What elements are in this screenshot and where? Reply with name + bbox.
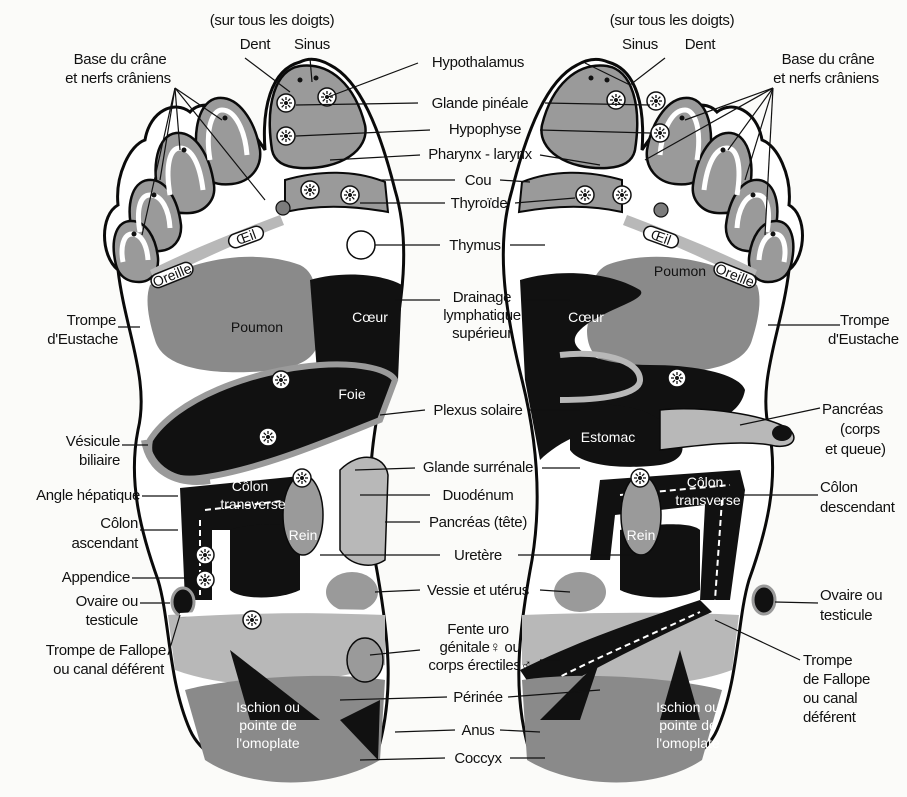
label-vesicule-1: Vésicule — [66, 433, 120, 450]
inner-right-colon-1: Côlon — [687, 474, 724, 490]
label-hypophyse: Hypophyse — [449, 121, 521, 138]
label-right-ovaire-2: testicule — [820, 607, 872, 624]
inner-right-poumon: Poumon — [654, 263, 706, 279]
label-anus: Anus — [462, 722, 495, 739]
label-right-dent: Dent — [685, 36, 717, 53]
label-right-fallope-2: de Fallope — [803, 671, 870, 688]
label-pancreas-2: (corps — [840, 421, 880, 438]
label-appendice: Appendice — [62, 569, 130, 586]
label-glande-pineale: Glande pinéale — [432, 95, 529, 112]
label-left-sur-tous: (sur tous les doigts) — [210, 12, 335, 29]
label-perinee: Périnée — [453, 689, 503, 706]
label-left-trompe-1: Trompe — [67, 312, 116, 329]
inner-right-ischion-2: pointe de — [659, 717, 717, 733]
label-duodenum: Duodénum — [443, 487, 514, 504]
inner-left-colon-2: transverse — [220, 496, 286, 512]
label-left-sinus: Sinus — [294, 36, 330, 53]
label-pancreas-1: Pancréas — [822, 401, 883, 418]
label-cou: Cou — [465, 172, 492, 189]
inner-left-ischion-1: Ischion ou — [236, 699, 300, 715]
label-left-base-2: et nerfs crâniens — [65, 70, 171, 87]
label-left-ovaire-2: testicule — [86, 612, 138, 629]
label-glande-surrenale: Glande surrénale — [423, 459, 533, 476]
label-thyroide: Thyroïde — [451, 195, 508, 212]
label-left-base-1: Base du crâne — [74, 51, 167, 68]
label-hypothalamus: Hypothalamus — [432, 54, 524, 71]
label-colon-asc-1: Côlon — [100, 515, 138, 532]
label-left-fallope-2: ou canal déférent — [53, 661, 165, 678]
label-pharynx-larynx: Pharynx - larynx — [428, 146, 532, 163]
label-colon-asc-2: ascendant — [71, 535, 139, 552]
inner-left-poumon: Poumon — [231, 319, 283, 335]
inner-right-rein: Rein — [627, 527, 656, 543]
label-drainage-2: lymphatique — [443, 307, 521, 324]
label-right-sinus: Sinus — [622, 36, 658, 53]
right-neck-band — [519, 173, 622, 212]
label-vesicule-2: biliaire — [79, 452, 120, 469]
left-ovary — [172, 588, 194, 616]
label-left-trompe-2: d'Eustache — [47, 331, 118, 348]
label-uretere: Uretère — [454, 547, 502, 564]
label-plexus-solaire: Plexus solaire — [433, 402, 522, 419]
left-bladder — [326, 572, 378, 612]
inner-right-colon-2: transverse — [675, 492, 741, 508]
label-fente-2: génitale♀ ou — [439, 639, 520, 656]
inner-left-colon-1: Côlon — [232, 478, 269, 494]
inner-left-ischion-3: l'omoplate — [236, 735, 300, 751]
label-drainage-3: supérieur — [452, 325, 512, 342]
inner-left-coeur: Cœur — [352, 309, 388, 325]
label-right-base-1: Base du crâne — [782, 51, 875, 68]
label-fente-1: Fente uro — [447, 621, 509, 638]
label-left-fallope-1: Trompe de Fallope — [46, 642, 166, 659]
left-neck-band — [285, 173, 388, 212]
right-ovary — [753, 586, 775, 614]
inner-right-ischion-3: l'omoplate — [656, 735, 720, 751]
label-pancreas-tete: Pancréas (tête) — [429, 514, 527, 531]
center-labels: Hypothalamus Glande pinéale Hypophyse Ph… — [423, 54, 533, 767]
label-right-fallope-3: ou canal — [803, 690, 857, 707]
label-left-dent: Dent — [240, 36, 272, 53]
label-right-fallope-1: Trompe — [803, 652, 852, 669]
label-right-trompe-1: Trompe — [840, 312, 889, 329]
label-thymus: Thymus — [449, 237, 501, 254]
label-right-trompe-2: d'Eustache — [828, 331, 899, 348]
label-right-fallope-4: déférent — [803, 709, 857, 726]
label-pancreas-3: et queue) — [825, 441, 886, 458]
label-coccyx: Coccyx — [454, 750, 502, 767]
label-drainage-1: Drainage — [453, 289, 511, 306]
label-right-sur-tous: (sur tous les doigts) — [610, 12, 735, 29]
label-colon-desc-1: Côlon — [820, 479, 858, 496]
inner-right-estomac: Estomac — [581, 429, 635, 445]
inner-left-foie: Foie — [338, 386, 365, 402]
inner-left-rein: Rein — [289, 527, 318, 543]
label-right-ovaire-1: Ovaire ou — [820, 587, 882, 604]
label-fente-3: corps érectiles♂ — [428, 657, 531, 674]
label-vessie-uterus: Vessie et utérus — [427, 582, 529, 599]
inner-right-ischion-1: Ischion ou — [656, 699, 720, 715]
label-colon-desc-2: descendant — [820, 499, 896, 516]
label-right-base-2: et nerfs crâniens — [773, 70, 879, 87]
label-left-ovaire-1: Ovaire ou — [76, 593, 138, 610]
inner-right-coeur: Cœur — [568, 309, 604, 325]
inner-left-ischion-2: pointe de — [239, 717, 297, 733]
label-angle-hepatique: Angle hépatique — [36, 487, 140, 504]
